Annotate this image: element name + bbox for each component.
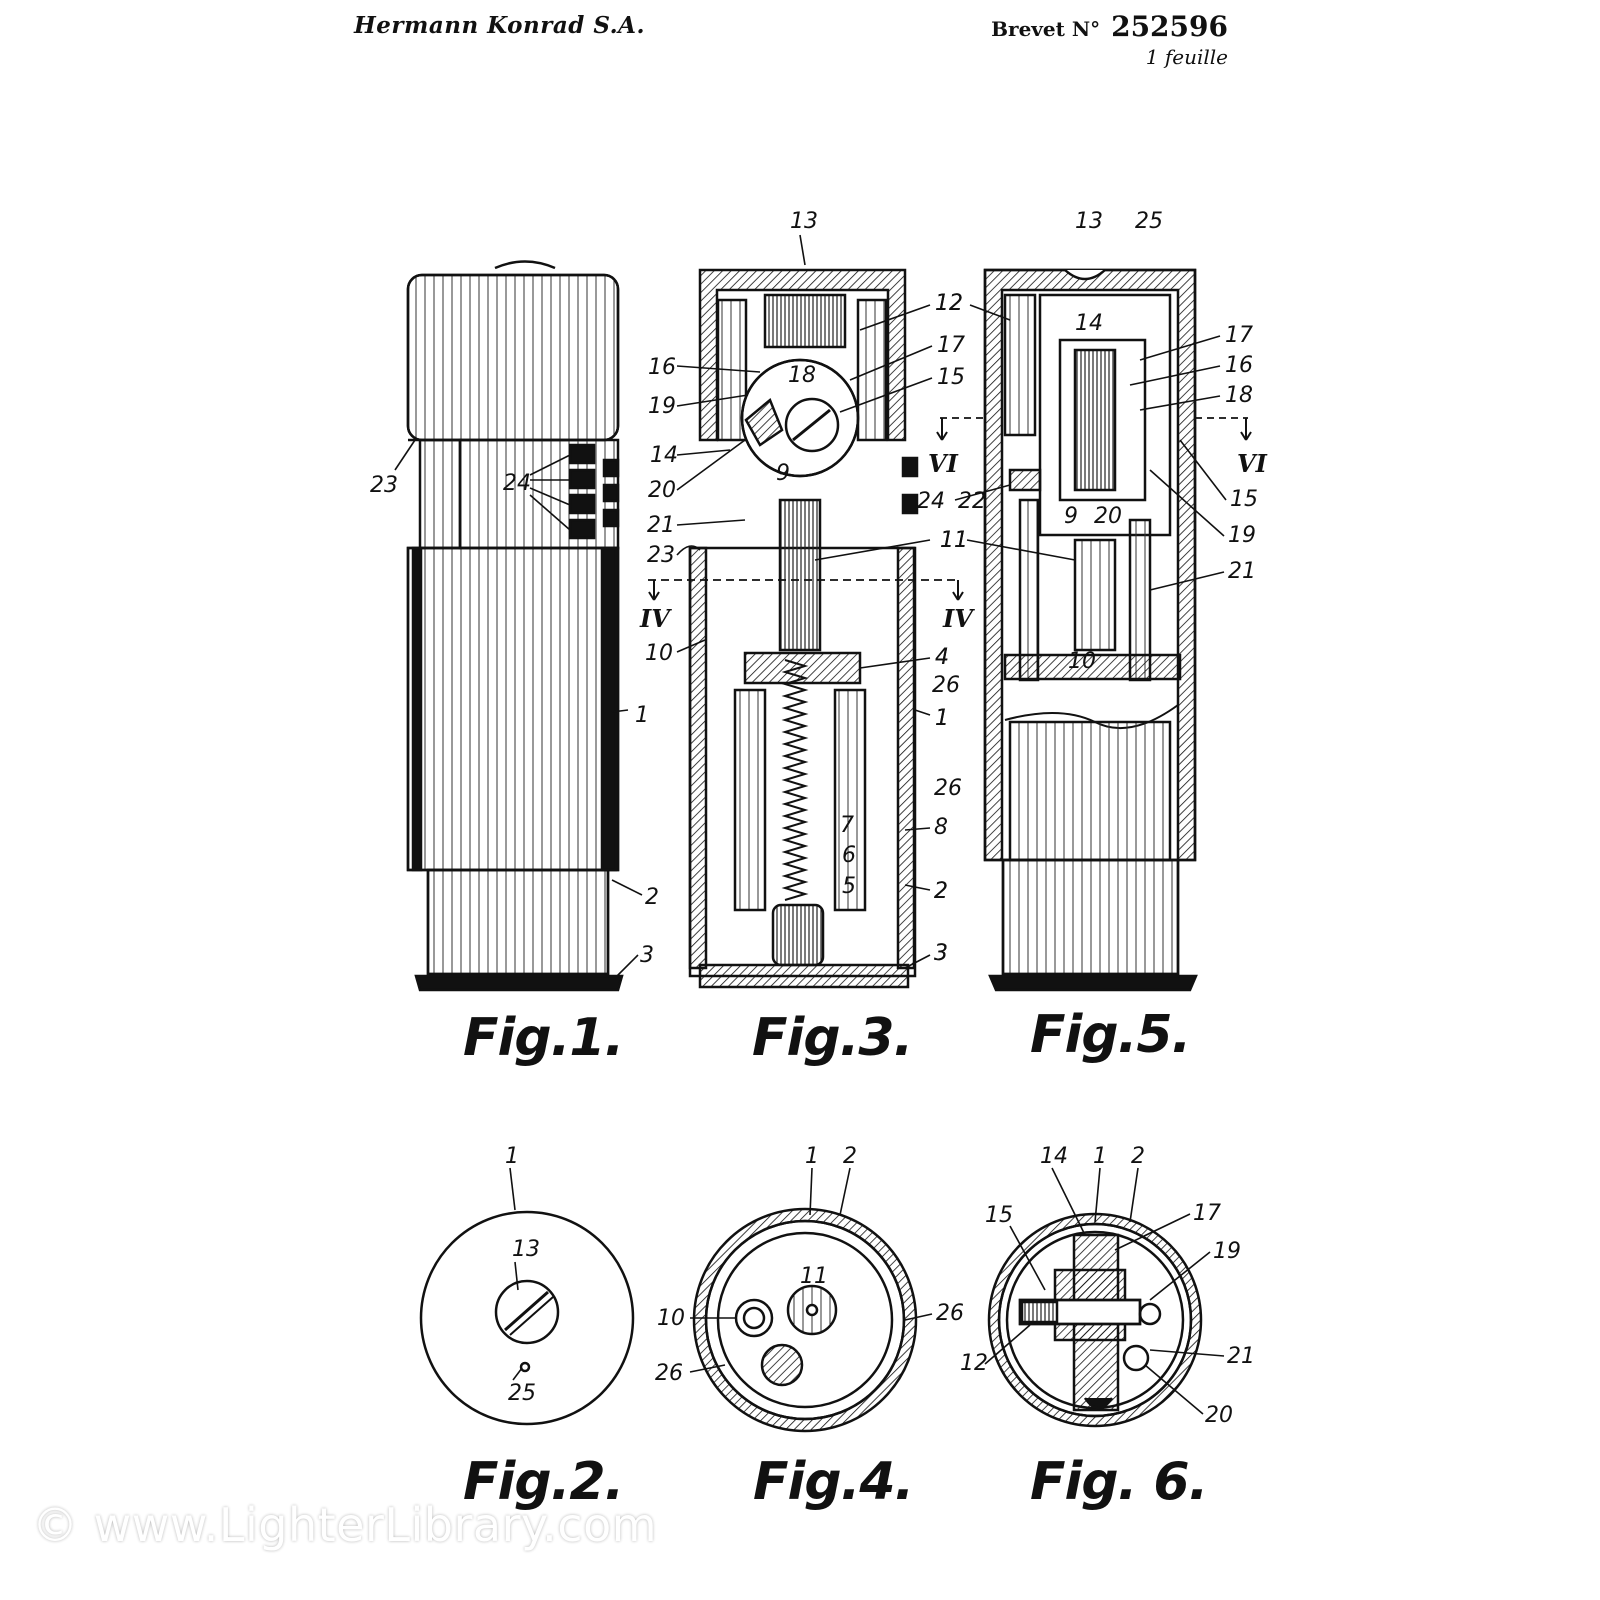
fig3-labels: 13 12 16 18 17 15 19 14 20 9 21 23 24 11… (639, 209, 975, 966)
fig1-label: 1 (635, 703, 649, 728)
fig6-label: 2 (1131, 1144, 1145, 1169)
fig3-label: 7 (840, 813, 854, 838)
fig2-labels: 1 13 25 (505, 1144, 540, 1406)
fig3-section-mark: IV (639, 604, 672, 633)
number-sign: N° (1071, 17, 1101, 41)
fig5-label: 11 (940, 528, 968, 553)
fig3-label: 26 (932, 673, 960, 698)
fig3-label: 10 (645, 641, 673, 666)
fig4-caption: Fig.4. (753, 1452, 914, 1512)
fig3-label: 6 (842, 843, 856, 868)
fig5-label: 21 (1228, 559, 1256, 584)
fig6-label: 1 (1093, 1144, 1107, 1169)
fig5-label: 13 (1075, 209, 1103, 234)
fig5-label: 16 (1225, 353, 1253, 378)
fig6-labels: 14 1 2 15 17 19 12 21 20 (960, 1144, 1255, 1428)
fig5-label: 17 (1225, 323, 1253, 348)
fig5-label: 3 (934, 941, 948, 966)
fig6-drawing (987, 1212, 1203, 1428)
fig5-label: 10 (1068, 649, 1096, 674)
fig3-label: 4 (935, 645, 949, 670)
fig3-label: 1 (935, 706, 949, 731)
watermark: © www.LighterLibrary.com (32, 1498, 658, 1552)
fig5-drawing (936, 268, 1252, 992)
fig3-label: 23 (647, 543, 675, 568)
fig1-labels: 23 24 1 2 3 (370, 471, 659, 968)
fig3-label: 16 (648, 355, 676, 380)
fig3-label: 5 (842, 874, 856, 899)
fig1-caption: Fig.1. (463, 1008, 624, 1068)
fig3-drawing (648, 268, 964, 989)
fig3-label: 19 (648, 394, 676, 419)
fig3-label: 15 (937, 365, 965, 390)
fig5-label: 4 (935, 645, 949, 670)
fig4-drawing (692, 1207, 918, 1433)
fig4-label: 2 (843, 1144, 857, 1169)
sheet-note: 1 feuille (1145, 45, 1228, 69)
fig5-labels: 13 25 12 14 17 16 18 VI VI 22 15 9 20 19… (928, 209, 1268, 966)
fig3-label: 12 (935, 291, 963, 316)
fig6-label: 21 (1227, 1344, 1255, 1369)
fig3-label: 14 (650, 443, 678, 468)
fig1-label: 24 (503, 471, 531, 496)
fig4-labels: 1 2 11 10 26 26 (655, 1144, 964, 1386)
fig3-label: 9 (776, 461, 790, 486)
fig2-drawing (419, 1210, 635, 1426)
fig3-label: 26 (934, 776, 962, 801)
fig3-label: 8 (934, 815, 948, 840)
applicant-name: Hermann Konrad S.A. (354, 12, 645, 39)
fig5-label: 14 (1075, 311, 1103, 336)
fig1-drawing (406, 260, 624, 992)
fig5-label: 19 (1228, 523, 1256, 548)
fig6-label: 17 (1193, 1201, 1221, 1226)
fig3-label: 3 (934, 941, 948, 966)
fig5-caption: Fig.5. (1030, 1005, 1191, 1065)
patent-number: 252596 (1111, 10, 1228, 43)
fig1-label: 2 (645, 885, 659, 910)
fig5-label: 18 (1225, 383, 1253, 408)
fig5-section-mark: VI (1237, 449, 1268, 478)
fig5-label: 2 (934, 879, 948, 904)
fig3-label: 18 (788, 363, 816, 388)
fig3-label: 2 (934, 879, 948, 904)
fig2-label: 13 (512, 1237, 540, 1262)
brevet-label: Brevet (991, 17, 1065, 41)
fig6-label: 15 (985, 1203, 1013, 1228)
fig4-label: 1 (805, 1144, 819, 1169)
fig1-label: 3 (640, 943, 654, 968)
fig3-section-mark: IV (942, 604, 975, 633)
fig5-label: 15 (1230, 487, 1258, 512)
fig2-label: 1 (505, 1144, 519, 1169)
fig3-label: 13 (790, 209, 818, 234)
fig2-label: 25 (508, 1381, 536, 1406)
fig3-label: 20 (648, 478, 676, 503)
fig2-caption: Fig.2. (463, 1452, 624, 1512)
fig5-label: 12 (935, 291, 963, 316)
fig6-caption: Fig. 6. (1030, 1452, 1208, 1512)
fig6-label: 12 (960, 1351, 988, 1376)
fig3-label: 11 (940, 528, 968, 553)
fig5-label: 20 (1094, 504, 1122, 529)
fig6-label: 14 (1040, 1144, 1068, 1169)
patent-number-line: Brevet N° 252596 (991, 10, 1228, 43)
fig4-label: 10 (657, 1306, 685, 1331)
fig3-label: 21 (647, 513, 675, 538)
fig5-label: 25 (1135, 209, 1163, 234)
fig1-label: 23 (370, 473, 398, 498)
fig6-label: 20 (1205, 1403, 1233, 1428)
fig5-section-mark: VI (928, 449, 959, 478)
fig3-label: 17 (937, 333, 965, 358)
fig4-label: 26 (936, 1301, 964, 1326)
fig5-label: 1 (935, 706, 949, 731)
fig5-label: 9 (1064, 504, 1078, 529)
fig3-caption: Fig.3. (752, 1008, 913, 1068)
fig3-label: 24 (917, 489, 945, 514)
leader-lines (394, 234, 1227, 1415)
fig6-label: 19 (1213, 1239, 1241, 1264)
fig4-label: 26 (655, 1361, 683, 1386)
patent-header: Brevet N° 252596 1 feuille (991, 10, 1228, 69)
fig4-label: 11 (800, 1264, 828, 1289)
